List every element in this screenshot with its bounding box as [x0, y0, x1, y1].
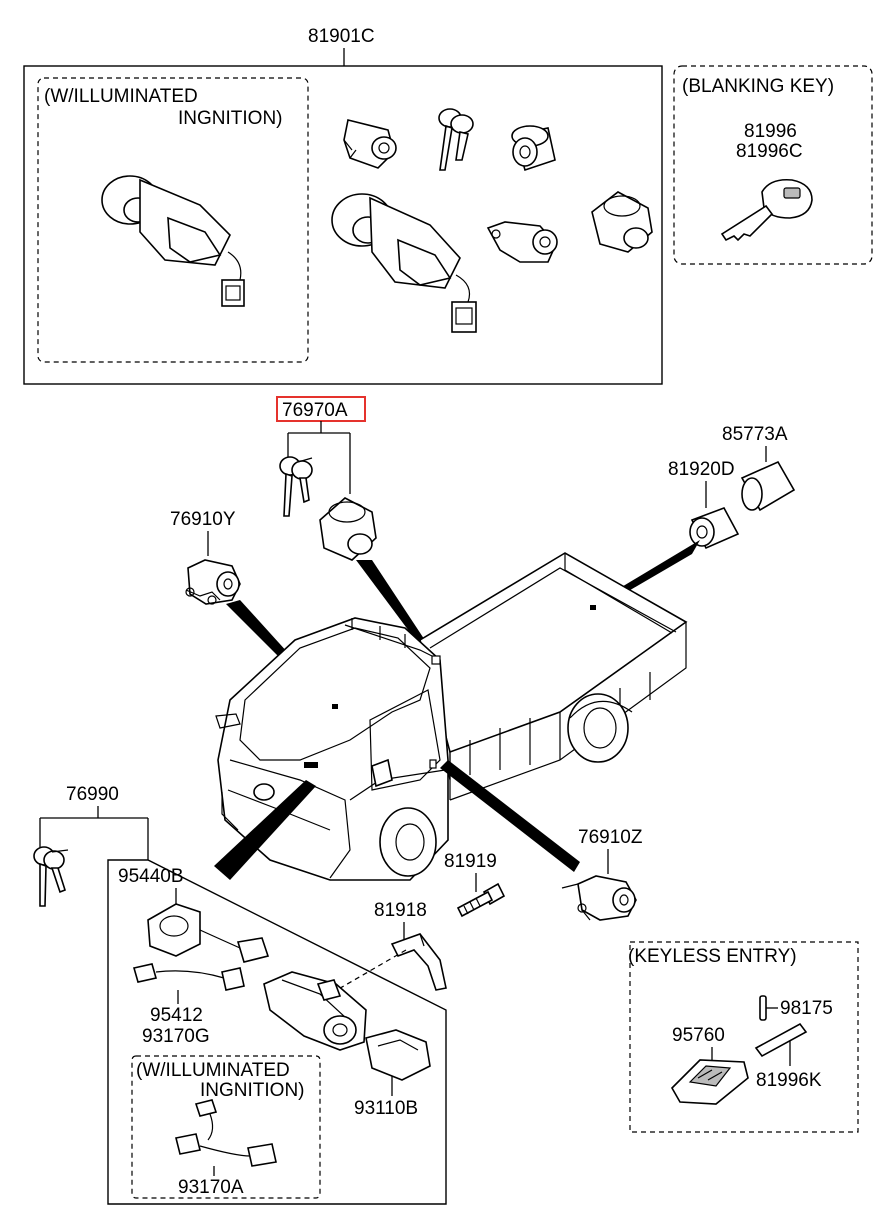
tailgate-cylinder-icon: [689, 507, 740, 550]
steering-lock-icon: [147, 903, 270, 963]
label-81918[interactable]: 81918: [374, 900, 427, 921]
door-cylinder-left-icon: [185, 559, 241, 605]
key-pair-76990-icon: [33, 846, 69, 907]
label-95412[interactable]: 95412: [150, 1005, 203, 1026]
label-81919[interactable]: 81919: [444, 851, 497, 872]
group-81919: 81919: [444, 851, 506, 918]
label-93170A[interactable]: 93170A: [178, 1177, 244, 1198]
fuel-lid-cylinder-top-icon: [591, 191, 653, 253]
box-illuminated-bottom: [131, 1055, 321, 1199]
label-76970A[interactable]: 76970A: [282, 400, 348, 421]
group-81918: 81918: [329, 900, 447, 995]
note-illuminated-bottom-2: INGNITION): [200, 1080, 305, 1101]
cylinder-cover-icon: [740, 460, 796, 512]
clamp-icon: [390, 933, 447, 991]
group-76970A: 76970A: [276, 396, 377, 561]
group-keyless-entry: (KEYLESS ENTRY) 98175 95760 81996K: [628, 941, 859, 1133]
group-76990: 76990: [33, 784, 149, 907]
blanking-key-icon: [720, 178, 813, 242]
group-81901C: 81901C (W/ILLUMINATED INGNITION): [23, 26, 663, 385]
note-illuminated-top-1: (W/ILLUMINATED: [44, 86, 198, 107]
transmitter-key-icon: [671, 1059, 749, 1105]
group-blanking-key: (BLANKING KEY) 81996 81996C: [673, 65, 873, 265]
label-93170G[interactable]: 93170G: [142, 1026, 210, 1047]
label-81996[interactable]: 81996: [744, 121, 797, 142]
label-95760[interactable]: 95760: [672, 1025, 725, 1046]
ignition-assembly-icon: [331, 193, 477, 333]
lock-cylinder-small-icon: [343, 119, 397, 169]
fuel-lid-cylinder-icon: [319, 497, 377, 561]
group-ignition-switch: 95440B 95412 93170G 93110B: [107, 859, 447, 1205]
label-81996K[interactable]: 81996K: [756, 1070, 822, 1091]
harness-93170A-icon: [175, 1099, 277, 1167]
label-76910Z[interactable]: 76910Z: [578, 827, 643, 848]
label-81996C[interactable]: 81996C: [736, 141, 803, 162]
box-illuminated-top: [37, 77, 309, 363]
label-81901C[interactable]: 81901C: [308, 26, 375, 47]
ignition-assembly-illuminated-icon: [101, 175, 245, 307]
box-blanking-key: [673, 65, 873, 265]
note-keyless-entry: (KEYLESS ENTRY): [628, 946, 797, 967]
box-keyless-entry: [629, 941, 859, 1133]
key-pair-76970A-icon: [279, 456, 313, 517]
key-pair-top-icon: [438, 108, 474, 171]
box-ignition-switch: [107, 859, 447, 1205]
group-76910Z: 76910Z: [561, 827, 643, 921]
bolt-icon: [456, 882, 506, 918]
label-95440B[interactable]: 95440B: [118, 866, 184, 887]
note-illuminated-top-2: INGNITION): [178, 108, 283, 129]
box-81901C: [23, 65, 663, 385]
label-85773A[interactable]: 85773A: [722, 424, 788, 445]
label-76910Y[interactable]: 76910Y: [170, 509, 236, 530]
label-81920D[interactable]: 81920D: [668, 459, 735, 480]
ignition-lock-body-icon: [263, 971, 367, 1051]
emergency-key-blade-icon: [754, 1022, 808, 1058]
label-76990[interactable]: 76990: [66, 784, 119, 805]
note-blanking-key: (BLANKING KEY): [682, 76, 834, 97]
label-98175[interactable]: 98175: [780, 998, 833, 1019]
note-illuminated-bottom-1: (W/ILLUMINATED: [136, 1060, 290, 1081]
battery-pin-icon: [759, 995, 767, 1021]
label-93110B[interactable]: 93110B: [354, 1098, 418, 1119]
lock-cylinder-bracket-icon: [486, 221, 558, 263]
door-cylinder-top-icon: [511, 125, 556, 172]
door-cylinder-right-icon: [561, 875, 637, 921]
ignition-switch-93110B-icon: [365, 1029, 431, 1081]
group-tailgate-cylinder: 85773A 81920D: [590, 424, 796, 610]
harness-95412-icon: [132, 963, 245, 991]
